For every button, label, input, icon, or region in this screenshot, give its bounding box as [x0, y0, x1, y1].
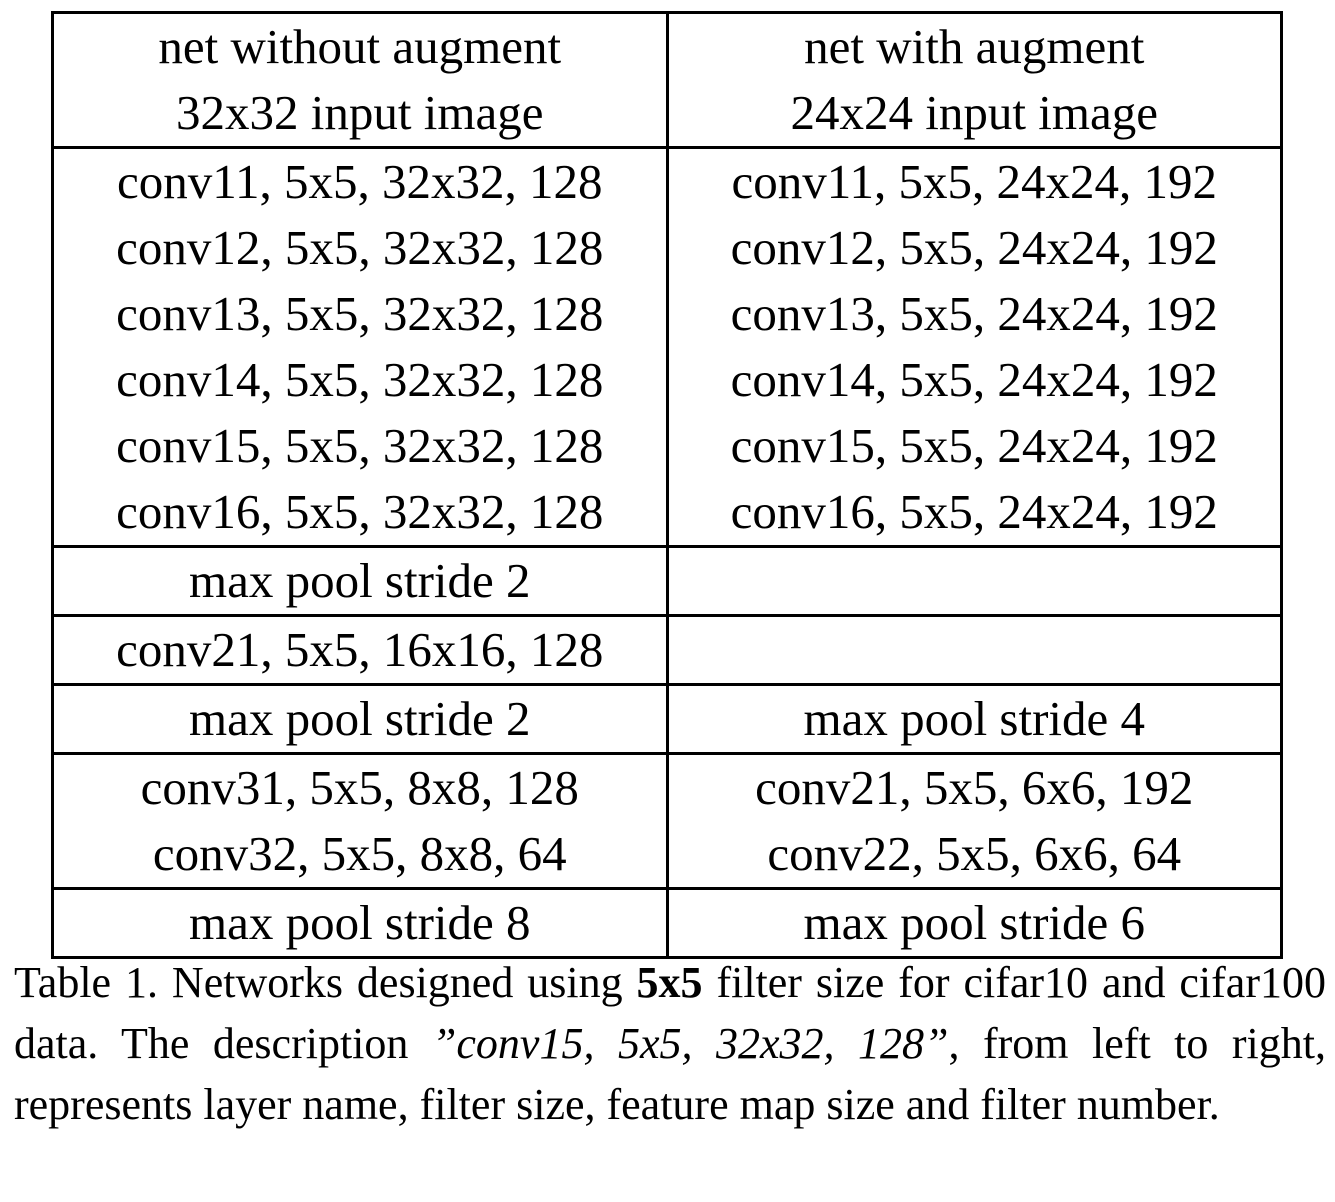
table-row: max pool stride 2 max pool stride 4: [51, 683, 1283, 755]
cell-line: conv14, 5x5, 32x32, 128: [116, 352, 604, 407]
table-row: conv11, 5x5, 32x32, 128 conv12, 5x5, 32x3…: [51, 146, 1283, 548]
caption-text-1: Table 1. Networks designed using: [14, 958, 637, 1007]
table-cell-left: conv21, 5x5, 16x16, 128: [51, 614, 669, 686]
cell-line: net with augment: [804, 19, 1145, 74]
cell-line: conv21, 5x5, 6x6, 192: [755, 760, 1194, 815]
table-cell-right: max pool stride 4: [665, 683, 1283, 755]
table-cell-right: max pool stride 6: [665, 887, 1283, 959]
table-cell-right: [665, 614, 1283, 686]
table-cell-right: conv11, 5x5, 24x24, 192 conv12, 5x5, 24x2…: [665, 146, 1283, 548]
table-row: conv31, 5x5, 8x8, 128 conv32, 5x5, 8x8, 6…: [51, 752, 1283, 890]
table-cell-right: [665, 545, 1283, 617]
table-cell-left: max pool stride 2: [51, 683, 669, 755]
cell-line: conv11, 5x5, 24x24, 192: [731, 154, 1217, 209]
table-cell-left: max pool stride 2: [51, 545, 669, 617]
table-cell-right: conv21, 5x5, 6x6, 192 conv22, 5x5, 6x6, 6…: [665, 752, 1283, 890]
table-row: max pool stride 2: [51, 545, 1283, 617]
cell-line: 32x32 input image: [176, 85, 544, 140]
cell-line: conv16, 5x5, 24x24, 192: [730, 484, 1218, 539]
cell-line: conv15, 5x5, 24x24, 192: [730, 418, 1218, 473]
cell-line: conv14, 5x5, 24x24, 192: [730, 352, 1218, 407]
cell-line: max pool stride 4: [803, 691, 1146, 746]
table-cell-left: conv31, 5x5, 8x8, 128 conv32, 5x5, 8x8, 6…: [51, 752, 669, 890]
cell-line: max pool stride 8: [188, 895, 531, 950]
cell-line: conv21, 5x5, 16x16, 128: [116, 622, 604, 677]
cell-line: conv13, 5x5, 24x24, 192: [730, 286, 1218, 341]
header-cell-left: net without augment 32x32 input image: [51, 11, 669, 149]
caption-italic-example: ”conv15, 5x5, 32x32, 128”: [431, 1019, 949, 1068]
cell-line: conv12, 5x5, 32x32, 128: [116, 220, 604, 275]
cell-line: conv16, 5x5, 32x32, 128: [116, 484, 604, 539]
table-cell-left: conv11, 5x5, 32x32, 128 conv12, 5x5, 32x3…: [51, 146, 669, 548]
table-cell-left: max pool stride 8: [51, 887, 669, 959]
cell-line: max pool stride 2: [188, 553, 531, 608]
cell-line: net without augment: [158, 19, 562, 74]
caption-text-2: filter size for cifar10 and cifar100 dat…: [14, 958, 1326, 1068]
table-caption: Table 1. Networks designed using 5x5 fil…: [14, 952, 1326, 1135]
cell-line: max pool stride 2: [188, 691, 531, 746]
cell-line: conv32, 5x5, 8x8, 64: [152, 826, 567, 881]
caption-bold-filter-size: 5x5: [636, 958, 703, 1007]
cell-line: 24x24 input image: [790, 85, 1158, 140]
cell-line: conv31, 5x5, 8x8, 128: [140, 760, 579, 815]
caption-text-3: , from left to right, represents layer n…: [14, 1019, 1326, 1129]
header-cell-right: net with augment 24x24 input image: [665, 11, 1283, 149]
cell-line: conv11, 5x5, 32x32, 128: [117, 154, 603, 209]
table-row: conv21, 5x5, 16x16, 128: [51, 614, 1283, 686]
table-row: max pool stride 8 max pool stride 6: [51, 887, 1283, 959]
cell-line: conv22, 5x5, 6x6, 64: [767, 826, 1182, 881]
cell-line: max pool stride 6: [803, 895, 1146, 950]
cell-line: conv12, 5x5, 24x24, 192: [730, 220, 1218, 275]
cell-line: conv13, 5x5, 32x32, 128: [116, 286, 604, 341]
cell-line: conv15, 5x5, 32x32, 128: [116, 418, 604, 473]
